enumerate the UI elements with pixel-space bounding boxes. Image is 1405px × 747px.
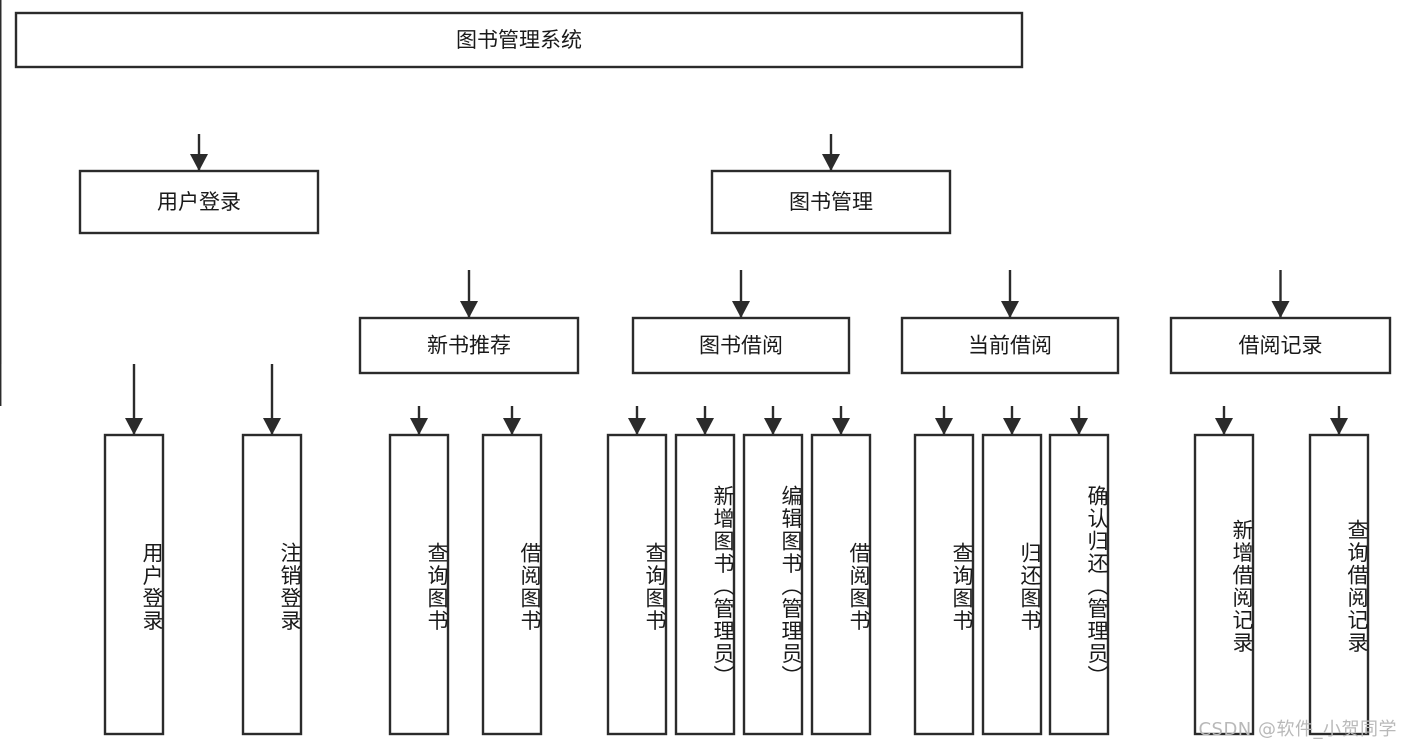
node-box-edit-book-admin[interactable] <box>742 433 804 736</box>
arrow-head-icon <box>503 418 521 435</box>
arrow-head-icon <box>190 154 208 171</box>
watermark-text: CSDN @软件_小贺同学 <box>1198 719 1397 740</box>
node-box-borrow-book-2[interactable] <box>810 433 872 736</box>
arrow-head-icon <box>1003 418 1021 435</box>
node-box-book-manage[interactable] <box>710 169 952 235</box>
node-box-confirm-return-admin[interactable] <box>1048 433 1110 736</box>
node-label-new-book-rec: 新书推荐 <box>427 334 511 358</box>
node-box-return-book[interactable] <box>981 433 1043 736</box>
node-box-add-borrow-record[interactable] <box>1193 433 1255 736</box>
node-label-current-borrow: 当前借阅 <box>968 334 1052 358</box>
node-box-user-logout[interactable] <box>241 433 303 736</box>
arrow-head-icon <box>1271 301 1290 318</box>
arrow-head-icon <box>460 301 478 318</box>
arrow-head-icon <box>628 418 646 435</box>
arrow-head-icon <box>125 418 143 435</box>
arrow-head-icon <box>764 418 782 435</box>
node-box-user-login[interactable] <box>78 169 320 235</box>
node-label-borrow-record: 借阅记录 <box>1239 334 1323 358</box>
node-box-root[interactable] <box>14 11 1024 69</box>
node-box-query-borrow-record[interactable] <box>1308 433 1370 736</box>
arrow-head-icon <box>1001 301 1019 318</box>
node-box-add-book-admin[interactable] <box>674 433 736 736</box>
arrow-head-icon <box>1330 418 1348 435</box>
arrow-head-icon <box>832 418 850 435</box>
node-label-user-login: 用户登录 <box>157 190 241 214</box>
node-label-book-borrow: 图书借阅 <box>699 334 783 358</box>
node-box-borrow-book-1[interactable] <box>481 433 543 736</box>
arrow-head-icon <box>1215 418 1233 435</box>
arrow-head-icon <box>732 301 750 318</box>
arrow-head-icon <box>696 418 714 435</box>
arrow-head-icon <box>935 418 953 435</box>
node-label-book-manage: 图书管理 <box>789 190 873 214</box>
arrow-head-icon <box>263 418 281 435</box>
node-box-query-book-3[interactable] <box>913 433 975 736</box>
node-box-current-borrow[interactable] <box>900 316 1120 375</box>
node-label-root: 图书管理系统 <box>456 28 582 52</box>
node-box-new-book-rec[interactable] <box>358 316 580 375</box>
arrow-head-icon <box>410 418 428 435</box>
node-box-borrow-record[interactable] <box>1169 316 1392 375</box>
arrow-head-icon <box>822 154 840 171</box>
arrow-head-icon <box>1070 418 1088 435</box>
node-box-query-book-2[interactable] <box>606 433 668 736</box>
node-box-user-login-do[interactable] <box>103 433 165 736</box>
node-box-book-borrow[interactable] <box>631 316 851 375</box>
node-box-query-book-1[interactable] <box>388 433 450 736</box>
